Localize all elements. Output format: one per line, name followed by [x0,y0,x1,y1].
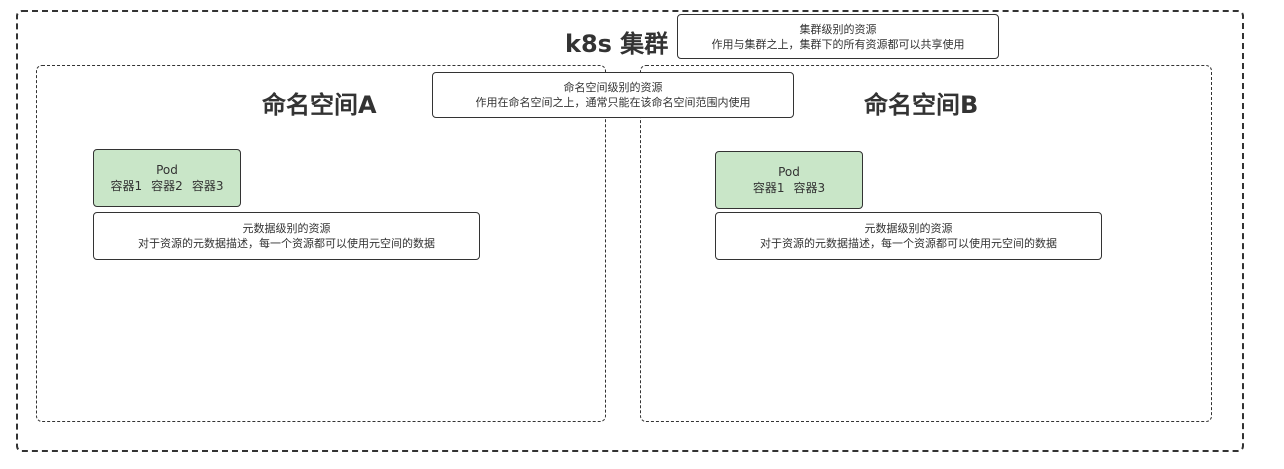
namespace-note-desc: 作用在命名空间之上，通常只能在该命名空间范围内使用 [475,96,751,109]
namespace-a-frame [36,65,606,422]
container-label: 容器2 [151,179,183,193]
pod-a-title: Pod [156,163,178,177]
namespace-resource-note: 命名空间级别的资源 作用在命名空间之上，通常只能在该命名空间范围内使用 [432,72,794,118]
metadata-note-a-title: 元数据级别的资源 [242,222,331,235]
cluster-frame [16,10,1244,452]
metadata-note-a-desc: 对于资源的元数据描述，每一个资源都可以使用元空间的数据 [138,237,435,250]
cluster-note-desc: 作用与集群之上，集群下的所有资源都可以共享使用 [711,37,965,51]
metadata-note-b-desc: 对于资源的元数据描述，每一个资源都可以使用元空间的数据 [760,237,1057,250]
pod-b-containers: 容器1 容器3 [753,180,825,196]
cluster-title: k8s 集群 [565,30,669,58]
pod-a-containers: 容器1 容器2 容器3 [111,178,224,194]
container-label: 容器1 [752,181,785,195]
metadata-note-a: 元数据级别的资源 对于资源的元数据描述，每一个资源都可以使用元空间的数据 [93,212,480,260]
container-label: 容器1 [110,179,143,193]
container-label: 容器3 [191,179,224,193]
metadata-note-b-title: 元数据级别的资源 [864,222,953,235]
cluster-note-title: 集群级别的资源 [799,22,877,36]
metadata-note-b: 元数据级别的资源 对于资源的元数据描述，每一个资源都可以使用元空间的数据 [715,212,1102,260]
cluster-resource-note: 集群级别的资源 作用与集群之上，集群下的所有资源都可以共享使用 [677,14,999,59]
pod-b: Pod 容器1 容器3 [715,151,863,209]
container-label: 容器3 [793,181,826,195]
namespace-b-title: 命名空间B [864,91,979,119]
namespace-a-title: 命名空间A [262,91,377,119]
namespace-b-frame [640,65,1212,422]
pod-b-title: Pod [778,165,800,179]
namespace-note-title: 命名空间级别的资源 [563,81,663,94]
pod-a: Pod 容器1 容器2 容器3 [93,149,241,207]
